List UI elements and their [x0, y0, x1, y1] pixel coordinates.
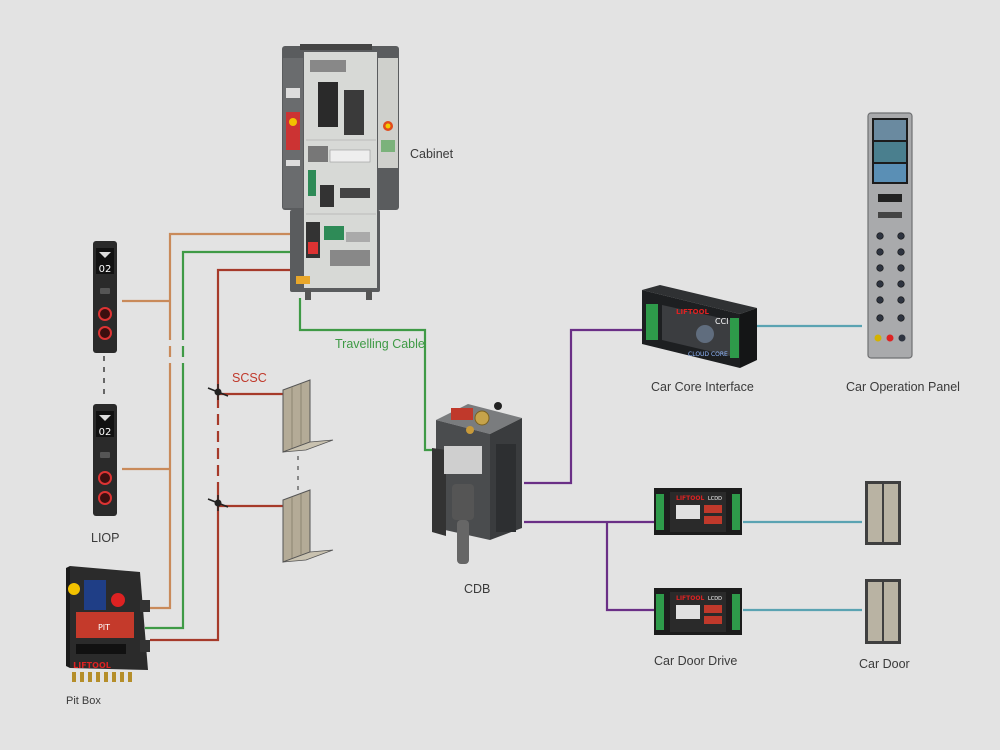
teal-links [743, 324, 862, 612]
pit-box-tag: PIT [98, 623, 110, 632]
liop-top: 02 [93, 241, 117, 353]
scsc-switch-top [207, 384, 229, 400]
car-door-top [865, 481, 901, 545]
pit-box-label: Pit Box [66, 695, 101, 707]
travelling-cable-label: Travelling Cable [335, 337, 425, 351]
travelling-cable-wire [298, 298, 440, 452]
car-operation-panel-label: Car Operation Panel [846, 380, 960, 394]
door-drive-top-brand: LIFTOOL [676, 495, 704, 502]
door-drive-top-tag: LCDD [708, 496, 722, 502]
cci-brand: LIFTOOL [676, 308, 710, 316]
door-drive-bottom-brand: LIFTOOL [676, 595, 704, 602]
wires [122, 232, 862, 642]
cdb-label: CDB [464, 582, 491, 596]
car-core-interface-label: Car Core Interface [651, 380, 754, 394]
cci-unit: LIFTOOL CCI CLOUD CORE [642, 285, 757, 368]
liop-top-floor: 02 [99, 264, 112, 275]
cop-unit [867, 112, 913, 359]
landing-door-top [282, 379, 334, 453]
car-door-drive-label: Car Door Drive [654, 654, 738, 668]
cabinet-label: Cabinet [410, 147, 454, 161]
car-door-label: Car Door [859, 657, 910, 671]
cabinet-unit [282, 44, 399, 300]
red-safety-chain [150, 268, 290, 642]
cci-tag: CCI [715, 317, 729, 326]
pit-box-brand: LIFTOOL [73, 661, 111, 670]
liop-bottom: 02 [93, 404, 117, 516]
scsc-switch-bottom [207, 495, 229, 511]
door-drive-bottom: LIFTOOL LCDD [654, 588, 742, 635]
bus-gaps [160, 340, 224, 482]
car-door-bottom [865, 579, 901, 644]
scsc-label: SCSC [232, 371, 267, 385]
purple-bus [524, 328, 654, 612]
cdb-unit [432, 402, 522, 564]
pit-box-unit: PIT LIFTOOL [66, 566, 150, 682]
green-bus [145, 250, 290, 630]
door-drive-bottom-tag: LCDD [708, 596, 722, 602]
cci-banner: CLOUD CORE [688, 351, 728, 358]
liop-bottom-floor: 02 [99, 427, 112, 438]
liop-label: LIOP [91, 531, 120, 545]
door-drive-top: LIFTOOL LCDD [654, 488, 742, 535]
landing-door-bottom [282, 489, 334, 563]
orange-bus [122, 232, 290, 610]
